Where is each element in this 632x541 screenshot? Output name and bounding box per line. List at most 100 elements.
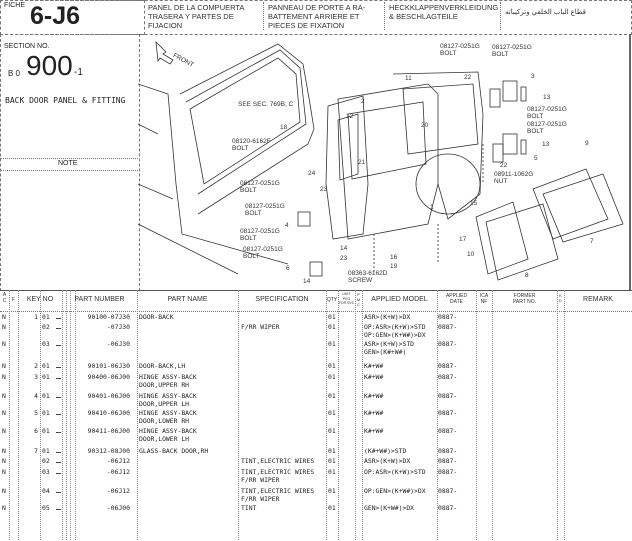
callout-18: 18 <box>280 124 288 131</box>
row-part-name: GLASS-BACK DOOR,RH <box>139 447 209 455</box>
column-divider <box>62 290 63 540</box>
column-divider <box>75 290 76 540</box>
row-applied-date: 0887- <box>438 323 458 331</box>
door-panel-main <box>337 71 484 240</box>
row-sub-number: 02 <box>42 323 50 331</box>
header-pmc: P M C <box>356 292 361 307</box>
row-applied-model: ASR>(K+W)>DX <box>364 457 411 465</box>
row-applied-model: (K#+W#)>STD <box>364 447 407 455</box>
row-applied-date: 0887- <box>438 447 458 455</box>
callout-22: 22 <box>500 162 508 169</box>
header-part-name: PART NAME <box>167 296 208 303</box>
row-part-number: -06J00 <box>106 504 130 512</box>
column-divider <box>137 290 138 540</box>
column-divider <box>326 290 327 540</box>
row-sub-number: 01 <box>42 313 50 321</box>
row-ac: N <box>2 468 6 476</box>
row-part-number: 90401-06J00 <box>87 392 130 400</box>
exploded-diagram <box>138 40 624 281</box>
row-applied-date: 0887- <box>438 487 458 495</box>
section-number: 900 <box>26 50 73 81</box>
row-sub-number: 03 <box>42 340 50 348</box>
title-spanish: PANEL DE LA COMPUERTA TRASERA Y PARTES D… <box>148 3 245 30</box>
table-header-rule <box>0 311 632 312</box>
row-dash-marker <box>56 341 61 346</box>
row-qty: 01 <box>328 409 336 417</box>
callout-21: 21 <box>358 159 366 166</box>
header-ac: A C <box>2 292 7 304</box>
row-qty: 01 <box>328 323 336 331</box>
callout-6: 6 <box>286 265 290 272</box>
row-applied-date: 0887- <box>438 313 458 321</box>
row-sub-number: 01 <box>42 409 50 417</box>
row-ref-number: 7 <box>34 447 38 455</box>
row-dash-marker <box>56 488 61 493</box>
header-former-part-no: FORMER PART NO. <box>512 293 537 305</box>
row-qty: 01 <box>328 457 336 465</box>
callout-23: 23 <box>320 186 328 193</box>
callout-2: 2 <box>361 98 365 105</box>
front-arrow-icon <box>155 40 174 65</box>
row-ac: N <box>2 313 6 321</box>
callout-bolt: 08127-0251G BOLT <box>245 203 285 217</box>
row-ref-number: 6 <box>34 427 38 435</box>
row-applied-date: 0887- <box>438 468 458 476</box>
row-part-name: DOOR-BACK,LH <box>139 362 186 370</box>
row-qty: 01 <box>328 392 336 400</box>
row-specification: TINT,ELECTRIC WIRES <box>241 457 315 465</box>
row-part-number: -06J12 <box>106 457 130 465</box>
row-applied-date: 0887- <box>438 504 458 512</box>
callout-4: 4 <box>285 222 289 229</box>
callout-15: 15 <box>470 200 478 207</box>
row-applied-date: 0887- <box>438 340 458 348</box>
row-applied-model: OP:ASR>(K+W)>STD OP:GEN>(K+W#)>DX <box>364 323 426 339</box>
row-ref-number: 4 <box>34 392 38 400</box>
callout-bolt: 08127-0251G BOLT <box>527 106 567 120</box>
header-ica: ICA NF <box>479 293 489 305</box>
row-dash-marker <box>56 428 61 433</box>
hinge-parts <box>297 80 527 277</box>
callout-16: 16 <box>390 254 398 261</box>
row-specification: TINT,ELECTRIC WIRES F/RR WIPER <box>241 487 315 503</box>
title-french: PANNEAU DE PORTE A RA- BATTEMENT ARRIERE… <box>268 3 366 30</box>
row-ac: N <box>2 340 6 348</box>
row-applied-model: K#+W# <box>364 362 384 370</box>
row-applied-date: 0887- <box>438 392 458 400</box>
divider <box>500 2 501 30</box>
row-qty: 01 <box>328 468 336 476</box>
callout-13: 13 <box>542 141 550 148</box>
title-arabic: قطاع الباب الخلفي وتركيباته <box>505 9 587 16</box>
column-divider <box>476 290 477 540</box>
row-applied-date: 0887- <box>438 427 458 435</box>
column-divider <box>66 290 67 540</box>
row-part-number: 90400-06J00 <box>87 373 130 381</box>
row-applied-model: ASR>(K+W)>STD GEN>(K#+W#) <box>364 340 415 356</box>
section-label: SECTION NO. <box>4 43 50 50</box>
title-german: HECKKLAPPENVERKLEIDUNG & BESCHLAGTEILE <box>389 3 499 21</box>
row-dash-marker <box>56 448 61 453</box>
callout-see-sec: SEE SEC. 769B, C <box>238 101 294 108</box>
row-qty: 01 <box>328 447 336 455</box>
glass-panels <box>475 168 624 281</box>
row-applied-model: OP:GEN>(K+W#)>DX <box>364 487 426 495</box>
row-part-name: HINGE ASSY-BACK DOOR,LOWER RH <box>139 409 197 425</box>
row-part-number: -07J30 <box>106 323 130 331</box>
callout-bolt: 08127-0251G BOLT <box>240 228 280 242</box>
row-sub-number: 01 <box>42 447 50 455</box>
row-ref-number: 2 <box>34 362 38 370</box>
callout-nut: 08911-1062G NUT <box>494 171 534 185</box>
row-dash-marker <box>56 458 61 463</box>
callout-1: 1 <box>430 204 434 211</box>
row-sub-number: 01 <box>42 392 50 400</box>
callout-20: 20 <box>421 122 429 129</box>
note-row <box>0 158 138 171</box>
note-label: NOTE <box>58 160 78 167</box>
row-qty: 01 <box>328 504 336 512</box>
section-prefix: B 0 <box>8 69 21 78</box>
row-ac: N <box>2 447 6 455</box>
callout-bolt: 08120-6162F BOLT <box>232 138 271 152</box>
callout-13: 13 <box>543 94 551 101</box>
row-applied-model: K#+W# <box>364 373 384 381</box>
header-specification: SPECIFICATION <box>255 296 309 303</box>
row-ac: N <box>2 362 6 370</box>
